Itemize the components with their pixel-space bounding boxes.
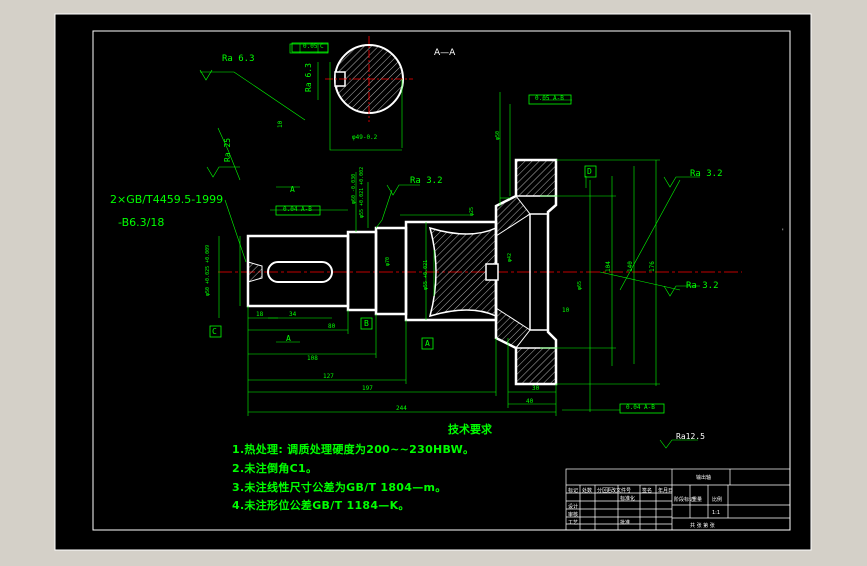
- title-row-label-5: 签名: [642, 488, 653, 494]
- title-approve: 批准: [620, 520, 631, 526]
- dim-140: 140: [627, 261, 634, 272]
- datum-a-bottom: A: [425, 339, 430, 348]
- drawing-sheet: [54, 13, 812, 551]
- title-ratio: 比例: [712, 497, 723, 503]
- gdt-bottom-right: 0.04 A-B: [626, 404, 655, 411]
- dim-197: 197: [362, 385, 373, 392]
- dim-vertical-5: φ55 +0.021: [423, 259, 429, 290]
- roughness-right-top: Ra 3.2: [690, 169, 723, 179]
- drawing-frame: [92, 30, 791, 531]
- title-sheets: 共 张 第 张: [690, 523, 715, 529]
- dim-vertical-3: φ55 +0.021 +0.002: [359, 166, 365, 218]
- svg-text:': ': [782, 228, 784, 235]
- requirement-1: 1.热处理: 调质处理硬度为200~~230HBW。: [232, 443, 475, 456]
- dim-vertical-2: φ60 -0.030: [351, 173, 357, 204]
- title-row-label-4: 更改文件号: [606, 488, 632, 494]
- dim-80: 80: [328, 323, 336, 330]
- dim-10: 10: [562, 307, 570, 314]
- datum-b: B: [364, 319, 369, 328]
- dim-34: 34: [289, 311, 297, 318]
- symmetry-tolerance: 0.05: [303, 43, 318, 50]
- roughness-top-center: Ra 3.2: [410, 176, 443, 186]
- dim-vertical-9: φ50: [495, 130, 501, 140]
- title-part-name: 输出轴: [696, 475, 712, 481]
- section-roughness: Ra 6.3: [222, 54, 255, 64]
- dim-127: 127: [323, 373, 334, 380]
- datum-a-left: A: [286, 334, 291, 343]
- symmetry-datum: C: [320, 43, 324, 50]
- gdt-top-right: 0.05 A-B: [535, 95, 564, 102]
- datum-a-top: A: [290, 185, 295, 194]
- dim-104: 104: [605, 261, 612, 272]
- requirements-heading: 技术要求: [448, 423, 492, 436]
- dim-vertical-4: φ70: [385, 256, 391, 266]
- thread-note-line2: -B6.3/18: [118, 216, 165, 229]
- datum-c: C: [212, 327, 217, 336]
- title-craft: 工艺: [568, 520, 579, 526]
- dim-vertical-8: φ65: [577, 280, 583, 290]
- title-weight: 重量: [692, 497, 703, 503]
- keyway-dim: 10: [277, 120, 284, 128]
- title-scale: 1:1: [712, 510, 721, 516]
- requirement-4: 4.未注形位公差GB/T 1184—K。: [232, 499, 410, 512]
- dim-176: 176: [649, 261, 656, 272]
- section-diameter: φ49-0.2: [352, 134, 378, 141]
- gdt-left-runout: 0.04 A-B: [283, 206, 312, 213]
- shaft-main-view: [218, 158, 742, 386]
- dim-vertical-1: φ50 +0.025 +0.009: [205, 244, 211, 296]
- section-view: [199, 36, 413, 151]
- datum-d: D: [587, 167, 592, 176]
- dim-108: 108: [307, 355, 318, 362]
- title-row-label-3: 分区: [597, 488, 608, 494]
- section-title: A—A: [434, 48, 456, 58]
- title-standard: 标准化: [620, 496, 636, 502]
- dim-30: 30: [532, 385, 540, 392]
- dim-vertical-6: φ25: [469, 206, 475, 216]
- dimension-lines: [206, 92, 700, 449]
- title-checker: 审核: [568, 512, 579, 518]
- section-roughness-vertical: Ra 6.3: [304, 63, 313, 92]
- dim-244: 244: [396, 405, 407, 412]
- title-designer: 设计: [568, 504, 579, 510]
- requirement-2: 2.未注倒角C1。: [232, 462, 318, 475]
- roughness-right-mid: Ra 3.2: [686, 281, 719, 291]
- dim-vertical-7: φ42: [507, 252, 513, 262]
- requirement-3: 3.未注线性尺寸公差为GB/T 1804—m。: [232, 481, 447, 494]
- title-row-label-1: 标记: [568, 488, 579, 494]
- roughness-left: Ra 25: [223, 137, 232, 162]
- title-block: [565, 468, 791, 531]
- datum-frames: [209, 42, 665, 414]
- roughness-general: Ra12.5: [676, 432, 705, 441]
- title-stage: 阶段标记: [674, 497, 695, 503]
- dim-40: 40: [526, 398, 534, 405]
- thread-note-line1: 2×GB/T4459.5-1999: [110, 193, 224, 206]
- title-row-label-2: 处数: [582, 488, 593, 494]
- title-row-label-6: 年月日: [658, 488, 674, 494]
- dim-18: 18: [256, 311, 264, 318]
